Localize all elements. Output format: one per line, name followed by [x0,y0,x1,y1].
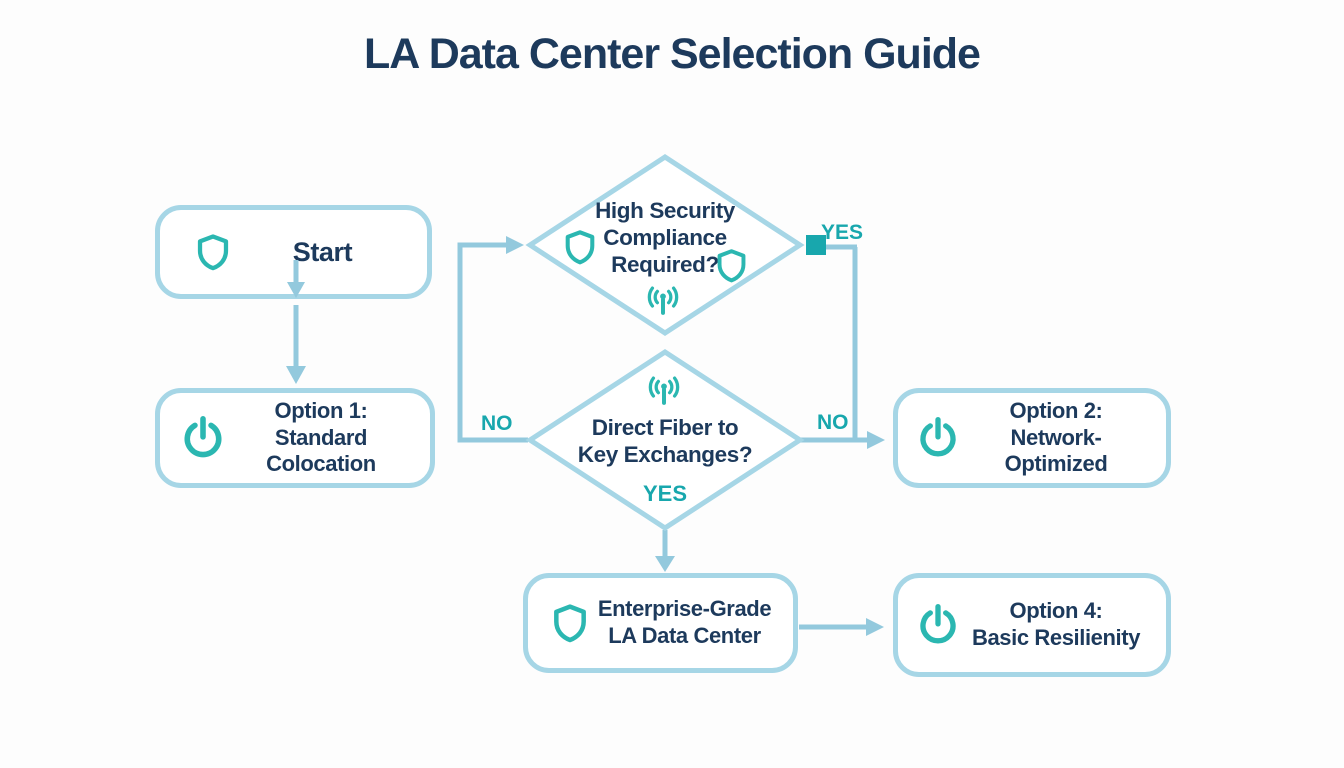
power-icon [916,601,960,649]
edge-yes-to-enterprise [655,530,675,572]
decision-direct-fiber-yes-label: YES [642,481,688,506]
node-option4: Option 4: Basic Resilienity [893,573,1171,677]
node-option1: Option 1: Standard Colocation [155,388,435,488]
page-title: LA Data Center Selection Guide [364,30,981,78]
edge-yes-right-down [806,235,858,438]
node-option4-label: Option 4: Basic Resilienity [971,598,1141,650]
shield-icon [194,230,232,274]
node-option2-label: Option 2: Network-Optimized [1004,397,1108,477]
node-start-label: Start [292,236,353,267]
shield-icon [714,245,749,286]
power-icon [916,414,960,462]
edge-start-to-option1 [286,305,306,384]
edge-label-yes: YES [821,221,864,244]
node-option1-label: Option 1: Standard Colocation [266,397,376,477]
edge-left-loop [457,236,528,443]
shield-icon [550,600,590,646]
edge-label-no-left: NO [481,412,513,435]
node-enterprise-label: Enterprise-Grade LA Data Center [597,596,772,648]
antenna-icon [643,374,685,407]
node-option2: Option 2: Network-Optimized [893,388,1171,488]
decision-direct-fiber-question: Direct Fiber to Key Exchanges? [577,415,753,467]
node-enterprise: Enterprise-Grade LA Data Center [523,573,798,673]
node-start: Start [155,205,432,299]
shield-icon [562,226,598,268]
edge-enterprise-to-option4 [799,618,884,636]
power-icon [180,414,226,462]
edge-label-no-right: NO [817,411,849,434]
antenna-icon [642,284,684,317]
